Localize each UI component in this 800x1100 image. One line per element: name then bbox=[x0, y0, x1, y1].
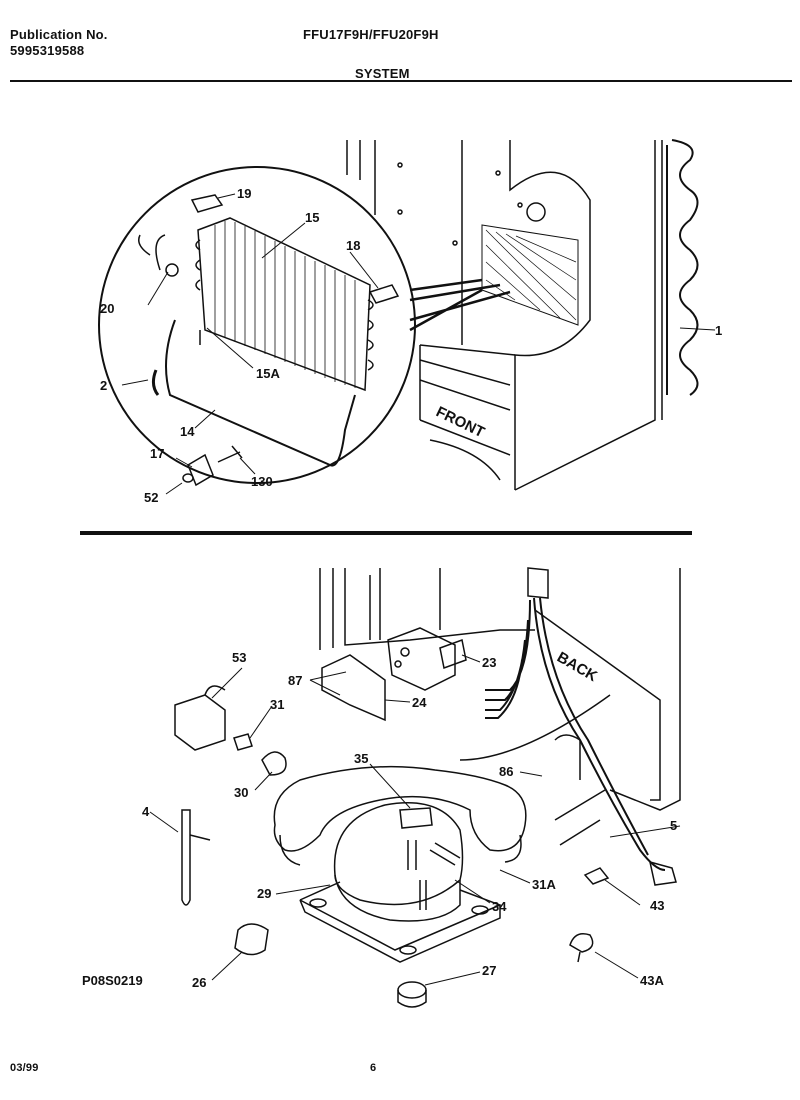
part-52: 52 bbox=[144, 490, 158, 505]
compressor-assembly bbox=[181, 734, 610, 1008]
part-5: 5 bbox=[670, 818, 677, 833]
part-1: 1 bbox=[715, 323, 722, 338]
part-31a: 31A bbox=[532, 877, 556, 892]
part-14: 14 bbox=[180, 424, 195, 439]
part-86: 86 bbox=[499, 764, 513, 779]
publication-number: 5995319588 bbox=[10, 43, 85, 58]
part-34: 34 bbox=[492, 899, 507, 914]
evaporator-detail-circle bbox=[98, 166, 416, 487]
part-53: 53 bbox=[232, 650, 246, 665]
page-number: 6 bbox=[370, 1062, 377, 1074]
part-15a: 15A bbox=[256, 366, 280, 381]
part-87: 87 bbox=[288, 673, 302, 688]
part-26: 26 bbox=[192, 975, 206, 990]
part-20: 20 bbox=[100, 301, 114, 316]
footer-date: 03/99 bbox=[10, 1062, 39, 1074]
back-label: BACK bbox=[554, 649, 600, 685]
part-4: 4 bbox=[142, 804, 150, 819]
header-rule bbox=[10, 80, 792, 82]
part-17: 17 bbox=[150, 446, 164, 461]
part-15: 15 bbox=[305, 210, 319, 225]
section-title: SYSTEM bbox=[355, 66, 410, 81]
model-numbers: FFU17F9H/FFU20F9H bbox=[303, 27, 439, 42]
figure-code: P08S0219 bbox=[82, 973, 143, 988]
part-2: 2 bbox=[100, 378, 107, 393]
part-35: 35 bbox=[354, 751, 368, 766]
part-27: 27 bbox=[482, 963, 496, 978]
publication-label: Publication No. bbox=[10, 27, 108, 42]
part-31: 31 bbox=[270, 697, 284, 712]
relay-overload-parts bbox=[174, 627, 467, 776]
part-43a: 43A bbox=[640, 973, 664, 988]
part-24: 24 bbox=[412, 695, 427, 710]
part-23: 23 bbox=[482, 655, 496, 670]
part-43: 43 bbox=[650, 898, 664, 913]
part-18: 18 bbox=[346, 238, 360, 253]
cabinet-back-drawing bbox=[319, 567, 681, 886]
freezer-cabinet-drawing bbox=[346, 139, 699, 491]
part-130: 130 bbox=[251, 474, 273, 489]
part-30: 30 bbox=[234, 785, 248, 800]
part-19: 19 bbox=[237, 186, 251, 201]
section-divider bbox=[80, 531, 692, 535]
part-29: 29 bbox=[257, 886, 271, 901]
